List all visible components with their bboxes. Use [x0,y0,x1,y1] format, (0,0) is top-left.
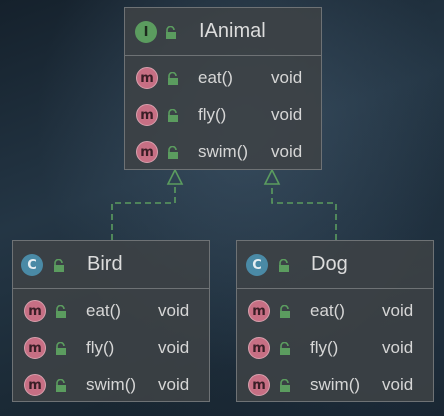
class-header: C Bird [13,241,209,289]
public-lock-icon [54,259,64,272]
member-row[interactable]: m fly() void [13,330,209,367]
interface-name: IAnimal [199,20,266,42]
class-box-bird[interactable]: C Bird m eat() void m fly() void m [12,240,210,402]
public-lock-icon [168,109,178,122]
member-type: void [382,301,414,320]
method-icon: m [24,374,46,396]
public-lock-icon [168,72,178,85]
interface-members: m eat() void m fly() void m swim() v [125,56,321,171]
public-lock-icon [56,305,66,318]
member-row[interactable]: m swim() void [125,134,321,171]
member-type: void [158,338,190,357]
member-type: void [271,68,303,87]
realization-bird-to-ianimal [111,184,176,240]
method-icon: m [136,67,158,89]
member-type: void [271,105,303,124]
member-name: eat() [86,301,121,320]
member-name: eat() [310,301,345,320]
member-type: void [382,338,414,357]
interface-box-ianimal[interactable]: I IAnimal m eat() void m fly() void [124,7,322,170]
member-row[interactable]: m eat() void [125,60,321,97]
method-icon: m [248,300,270,322]
public-lock-icon [56,379,66,392]
method-icon: m [248,337,270,359]
method-icon: m [24,300,46,322]
class-name: Bird [87,253,123,275]
public-lock-icon [280,305,290,318]
interface-header: I IAnimal [125,8,321,56]
member-row[interactable]: m eat() void [237,293,433,330]
member-row[interactable]: m swim() void [13,367,209,404]
method-icon: m [136,141,158,163]
member-name: fly() [86,338,115,357]
arrowhead-dog [263,168,281,185]
member-name: swim() [198,142,249,161]
public-lock-icon [280,342,290,355]
public-lock-icon [280,379,290,392]
public-lock-icon [279,259,289,272]
member-type: void [382,375,414,394]
method-icon: m [136,104,158,126]
class-box-dog[interactable]: C Dog m eat() void m fly() void m [236,240,434,402]
interface-icon: I [135,21,157,43]
member-name: swim() [86,375,137,394]
member-row[interactable]: m fly() void [125,97,321,134]
realization-dog-to-ianimal [271,184,337,240]
member-row[interactable]: m eat() void [13,293,209,330]
member-name: eat() [198,68,233,87]
member-name: swim() [310,375,361,394]
class-members: m eat() void m fly() void m swim() v [13,289,209,404]
public-lock-icon [168,146,178,159]
public-lock-icon [166,26,176,39]
class-members: m eat() void m fly() void m swim() v [237,289,433,404]
member-type: void [271,142,303,161]
arrowhead-bird [166,168,184,185]
public-lock-icon [56,342,66,355]
method-icon: m [248,374,270,396]
class-icon: C [246,254,268,276]
member-name: fly() [310,338,339,357]
class-header: C Dog [237,241,433,289]
member-type: void [158,375,190,394]
method-icon: m [24,337,46,359]
class-name: Dog [311,253,348,275]
member-type: void [158,301,190,320]
member-row[interactable]: m swim() void [237,367,433,404]
class-icon: C [21,254,43,276]
member-name: fly() [198,105,227,124]
member-row[interactable]: m fly() void [237,330,433,367]
